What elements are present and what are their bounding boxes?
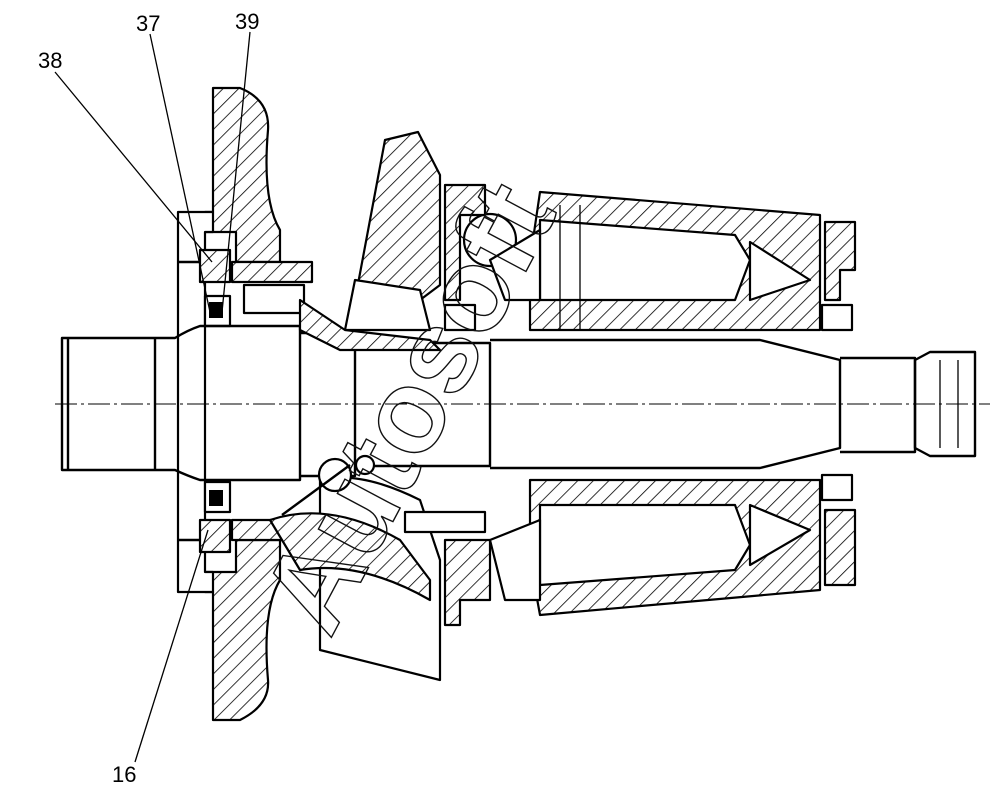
leader-37 <box>149 33 211 313</box>
leader-16 <box>134 529 209 763</box>
end-cover <box>820 220 857 587</box>
callout-37: 37 <box>136 11 161 36</box>
leader-39 <box>221 31 251 313</box>
cylinder-block-upper <box>443 183 822 332</box>
leader-lines <box>54 31 251 763</box>
callout-39: 39 <box>235 9 260 34</box>
callout-38: 38 <box>38 48 63 73</box>
swash-plate <box>298 130 442 352</box>
cylinder-block-lower <box>403 478 822 627</box>
leader-38 <box>54 71 213 263</box>
callout-16: 16 <box>112 762 137 787</box>
